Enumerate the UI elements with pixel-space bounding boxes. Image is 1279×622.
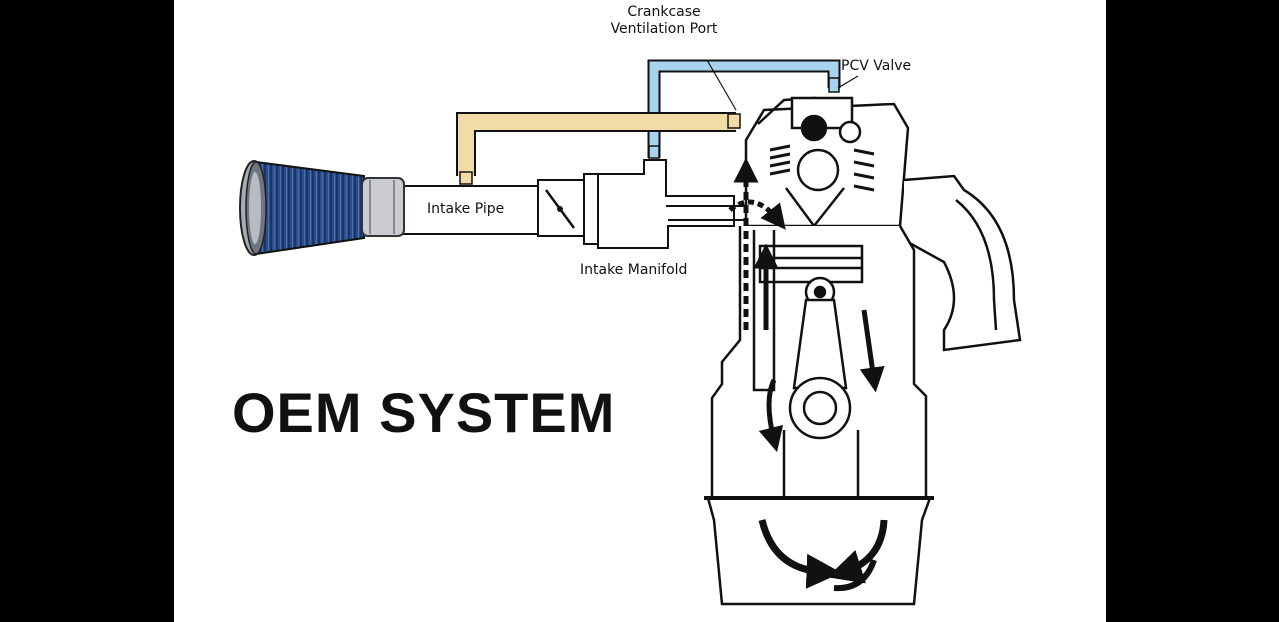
pcv-valve-icon (828, 77, 840, 93)
crankcase-port-leader (706, 59, 737, 111)
diagram-canvas: Crankcase Ventilation Port PCV Valve Int… (174, 0, 1106, 622)
crankcase-port-fitting (727, 113, 741, 129)
air-filter-icon (239, 160, 405, 256)
pcv-valve-leader (837, 75, 859, 89)
pcv-valve-label: PCV Valve (841, 58, 912, 74)
page-title: OEM SYSTEM (232, 381, 616, 444)
crankcase-port-label: Crankcase Ventilation Port (594, 4, 734, 38)
letterbox-right (1106, 0, 1279, 622)
intake-pipe-label: Intake Pipe (427, 201, 505, 217)
airflow-arrow-icon (728, 157, 888, 592)
intake-manifold-label: Intake Manifold (580, 262, 688, 278)
engine-cross-section-icon (704, 96, 1022, 606)
crankcase-port-label-line1: Crankcase (627, 4, 701, 20)
breather-hose (456, 112, 741, 185)
diagram-svg (239, 59, 1022, 606)
crankcase-port-label-line2: Ventilation Port (610, 21, 718, 37)
intake-pipe-breather-fitting (459, 171, 473, 185)
manifold-pcv-fitting (648, 145, 660, 159)
throttle-body-icon (537, 173, 599, 245)
letterbox-left (0, 0, 174, 622)
intake-manifold (597, 159, 754, 249)
